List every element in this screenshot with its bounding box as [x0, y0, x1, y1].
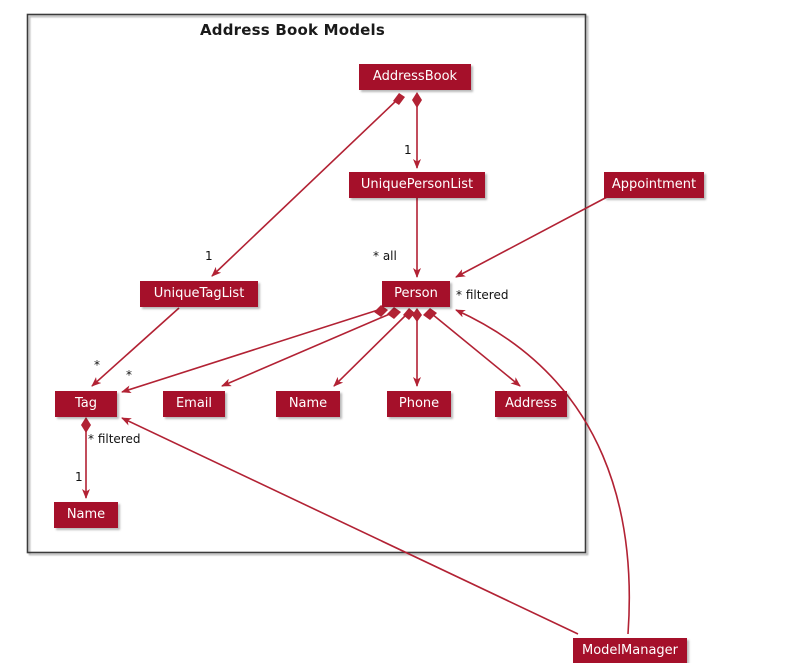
diagram-title: Address Book Models	[200, 21, 385, 39]
node-phone[interactable]: Phone	[387, 391, 451, 417]
node-addressbook[interactable]: AddressBook	[359, 64, 471, 90]
multiplicity-uniquetaglist-tag: *	[94, 358, 100, 372]
node-uniquepersonlist[interactable]: UniquePersonList	[349, 172, 485, 198]
edge-person-email	[221, 312, 393, 387]
composition-diamond-person-address	[423, 308, 437, 320]
edge-modelmanager-person	[455, 309, 631, 635]
composition-diamond-person-tag	[374, 305, 388, 317]
node-tag[interactable]: Tag	[55, 391, 117, 417]
multiplicity-uniquepersonlist-person: * all	[373, 249, 397, 263]
multiplicity-person-filtered: * filtered	[456, 288, 509, 302]
edge-person-name	[333, 313, 408, 387]
multiplicity-tag-name: 1	[75, 470, 83, 484]
node-appointment[interactable]: Appointment	[604, 172, 704, 198]
multiplicity-addressbook-uniquetaglist: 1	[205, 249, 213, 263]
edge-person-tag	[121, 309, 379, 394]
diagram-frame	[26, 13, 587, 554]
edge-person-address	[431, 313, 521, 387]
node-email[interactable]: Email	[163, 391, 225, 417]
composition-diamond-person-name	[403, 308, 415, 320]
composition-diamond-person-email	[387, 307, 401, 319]
multiplicity-addressbook-uniquepersonlist: 1	[404, 143, 412, 157]
edge-modelmanager-tag	[121, 417, 579, 635]
composition-diamond-addressbook-utl	[393, 93, 405, 105]
multiplicity-modelmanager-tag-star: *	[126, 368, 132, 382]
edge-addressbook-uniquetaglist	[211, 98, 399, 277]
composition-diamond-tag-name	[81, 417, 91, 433]
node-uniquetaglist[interactable]: UniqueTagList	[140, 281, 258, 307]
composition-diamond-addressbook-upl	[412, 92, 422, 108]
edge-appointment-person	[455, 195, 610, 278]
multiplicity-tag-filtered: * filtered	[88, 432, 141, 446]
node-modelmanager[interactable]: ModelManager	[573, 638, 687, 663]
node-person[interactable]: Person	[382, 281, 450, 307]
edge-uniquetaglist-tag	[91, 307, 180, 387]
node-name-tag[interactable]: Name	[54, 502, 118, 528]
node-name-person[interactable]: Name	[276, 391, 340, 417]
node-address[interactable]: Address	[495, 391, 567, 417]
composition-diamond-person-phone	[412, 308, 422, 322]
